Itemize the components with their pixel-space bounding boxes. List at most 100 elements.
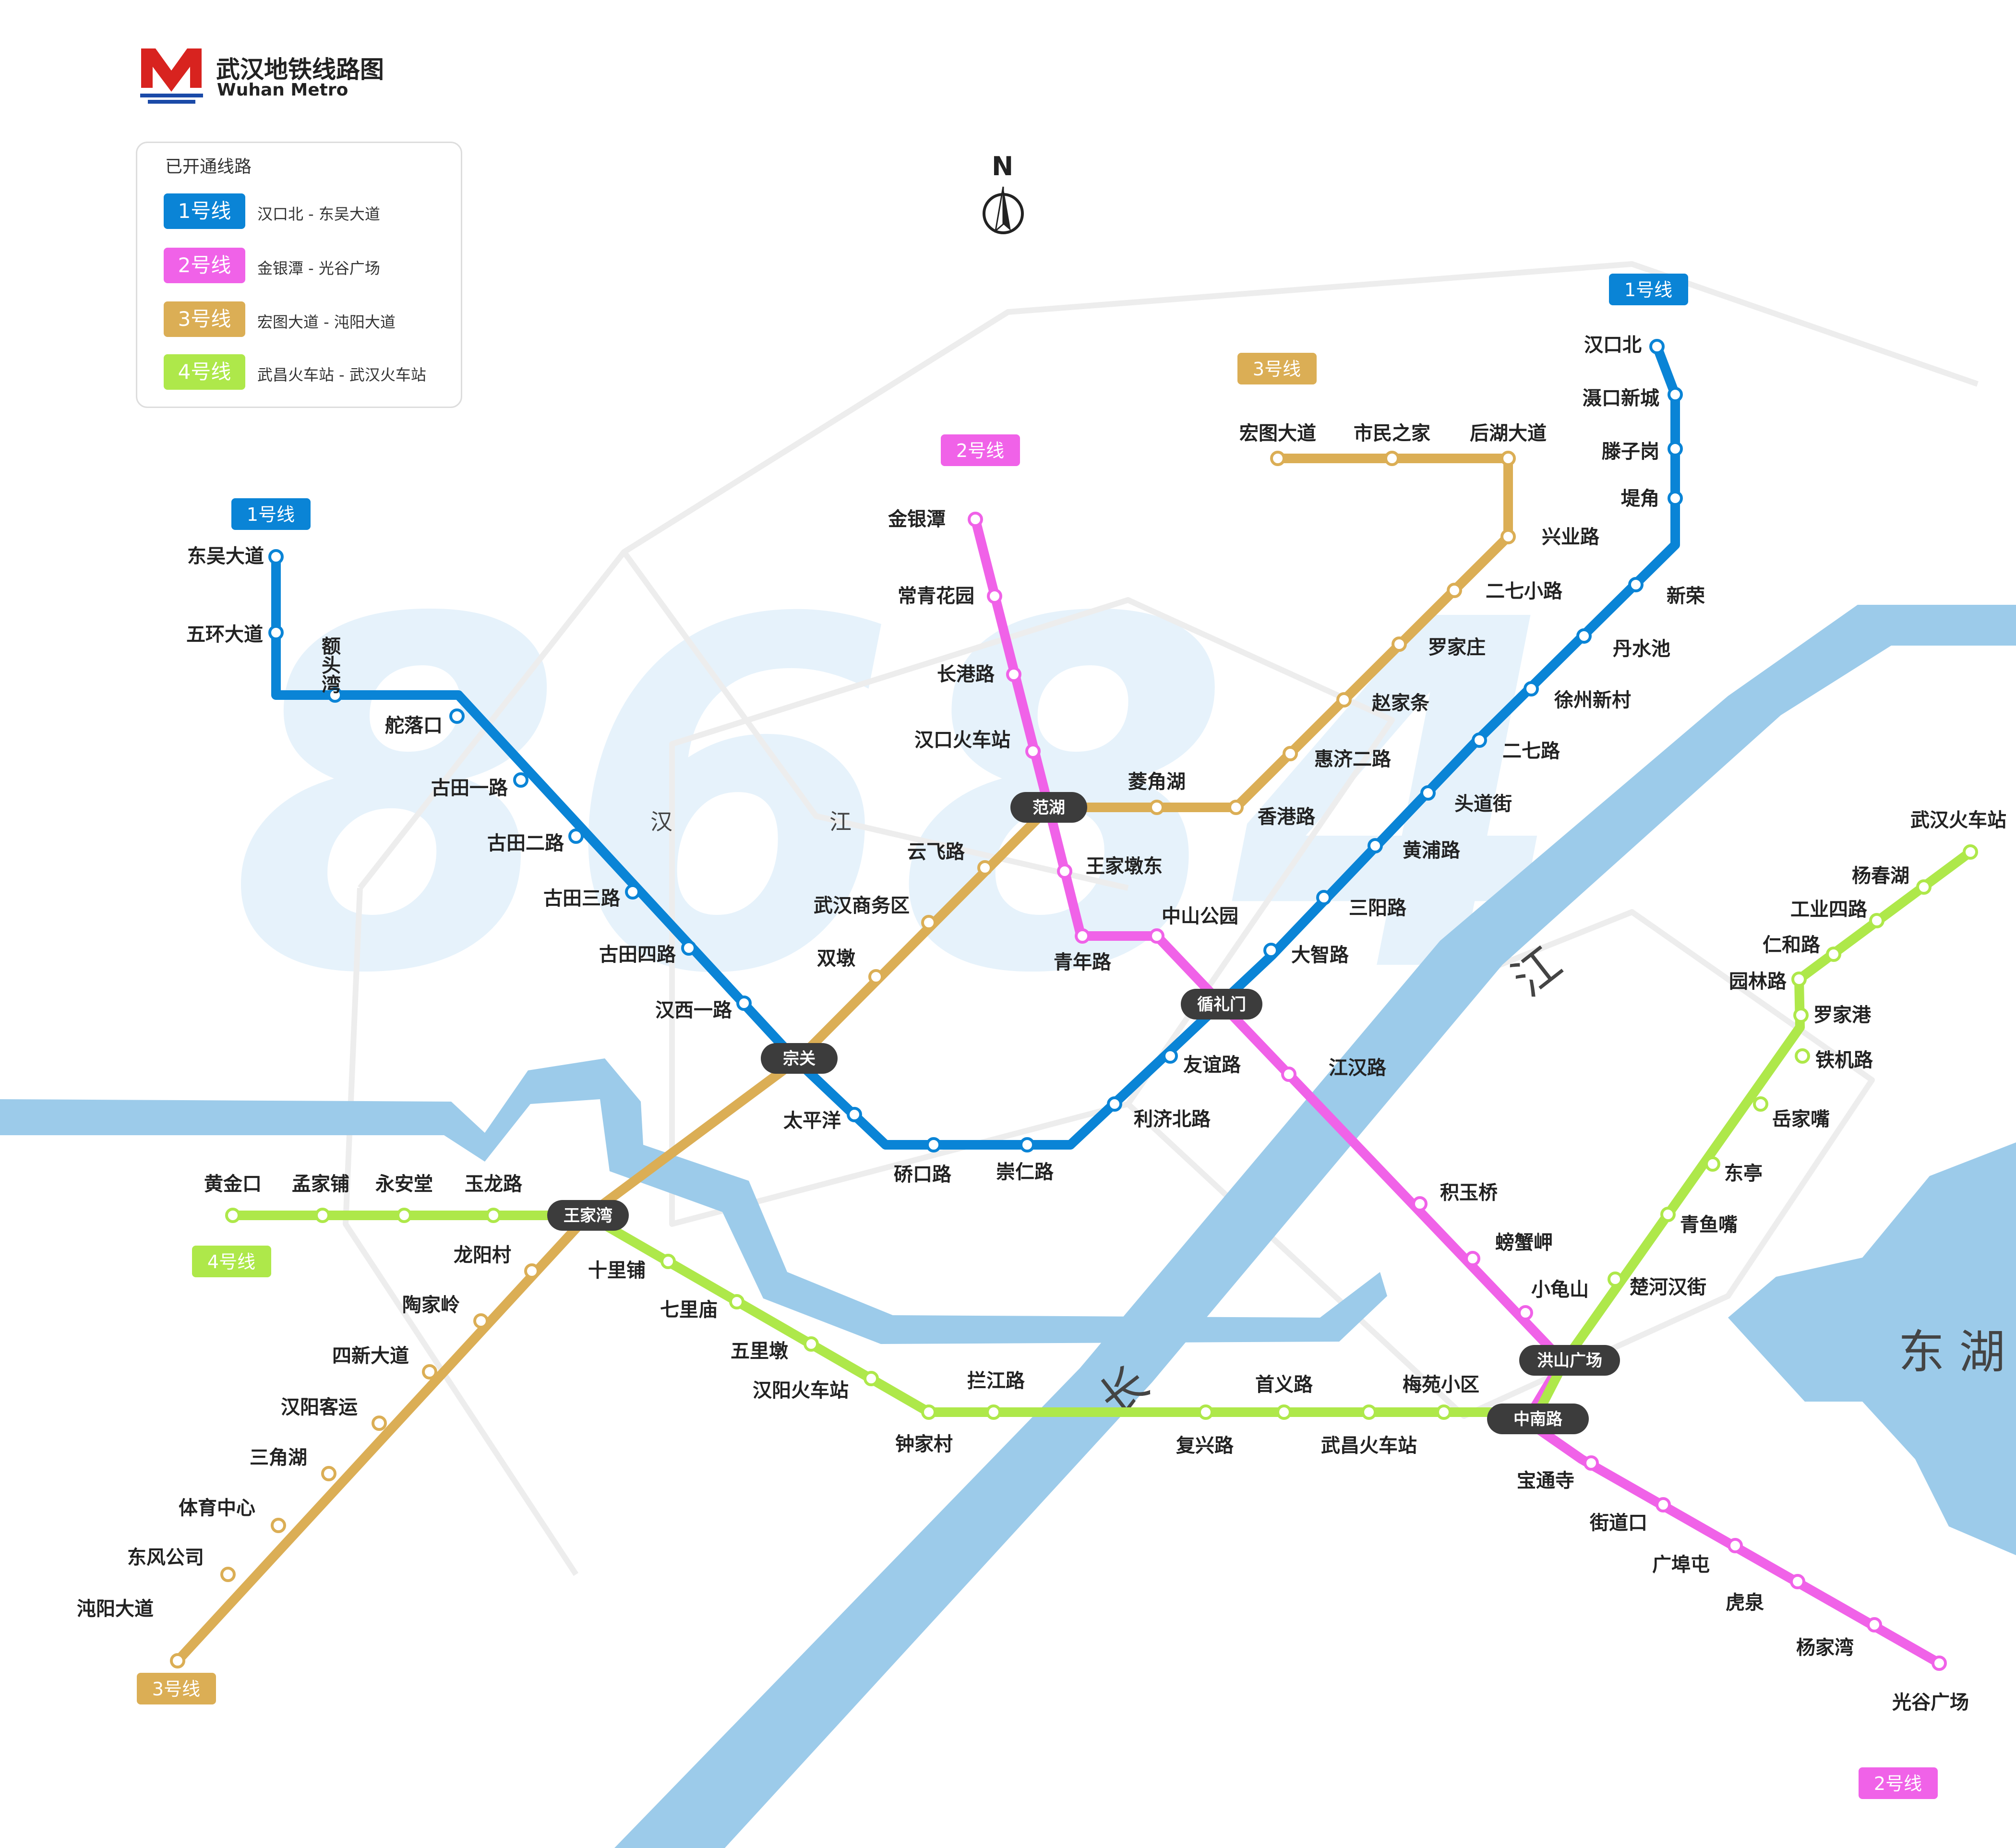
station-dot[interactable] xyxy=(921,915,936,930)
station-dot[interactable] xyxy=(1270,451,1285,466)
station-dot[interactable] xyxy=(1149,800,1164,815)
station-dot[interactable] xyxy=(1795,1048,1810,1064)
station-dot[interactable] xyxy=(1668,387,1683,402)
station-dot[interactable] xyxy=(1793,1008,1809,1023)
station-dot[interactable] xyxy=(1656,1497,1671,1512)
station-dot[interactable] xyxy=(315,1208,330,1223)
station-dot[interactable] xyxy=(220,1567,236,1582)
station-dot[interactable] xyxy=(1316,890,1332,905)
station-dot[interactable] xyxy=(1361,1404,1377,1420)
station-dot[interactable] xyxy=(1753,1096,1768,1112)
station-dot[interactable] xyxy=(1963,844,1978,860)
station-dot[interactable] xyxy=(1107,1096,1122,1112)
transfer-fanhu[interactable]: 范湖 xyxy=(1010,792,1087,823)
station-dot[interactable] xyxy=(1705,1156,1720,1172)
legend-item-line-4[interactable]: 4号线 武昌火车站 - 武汉火车站 xyxy=(164,354,452,390)
station-dot[interactable] xyxy=(1384,451,1400,466)
station-dot[interactable] xyxy=(1472,732,1487,748)
station-dot[interactable] xyxy=(1869,913,1884,928)
station-dot[interactable] xyxy=(524,1263,540,1279)
legend-item-line-3[interactable]: 3号线 宏图大道 - 沌阳大道 xyxy=(164,301,452,337)
station-dot[interactable] xyxy=(396,1208,412,1223)
station-dot[interactable] xyxy=(1668,441,1683,456)
station-dot[interactable] xyxy=(804,1336,819,1352)
station-dot[interactable] xyxy=(987,588,1002,604)
station-dot[interactable] xyxy=(1020,1137,1035,1152)
station-dot[interactable] xyxy=(1791,972,1807,987)
station-dot[interactable] xyxy=(1576,628,1592,644)
station-dot[interactable] xyxy=(660,1254,676,1269)
station-dot[interactable] xyxy=(486,1208,501,1223)
legend-item-line-2[interactable]: 2号线 金银潭 - 光谷广场 xyxy=(164,248,452,283)
station-dot[interactable] xyxy=(321,1466,336,1481)
station-dot[interactable] xyxy=(736,996,752,1011)
station-dot[interactable] xyxy=(729,1294,744,1309)
station-dot[interactable] xyxy=(1608,1272,1623,1287)
transfer-zhongnan[interactable]: 中南路 xyxy=(1487,1404,1589,1434)
station-dot[interactable] xyxy=(170,1653,185,1668)
station-dot[interactable] xyxy=(1420,785,1436,801)
station-dot[interactable] xyxy=(1436,1404,1452,1420)
station-dot[interactable] xyxy=(1412,1196,1428,1212)
station-dot[interactable] xyxy=(1465,1251,1480,1266)
station-dot[interactable] xyxy=(473,1313,489,1329)
station-dot[interactable] xyxy=(625,884,640,900)
transfer-xunlimen[interactable]: 循礼门 xyxy=(1181,989,1262,1020)
station-dot[interactable] xyxy=(1283,746,1298,761)
station-dot[interactable] xyxy=(1198,1404,1213,1420)
station-dot[interactable] xyxy=(1276,1404,1292,1420)
station-dot[interactable] xyxy=(449,708,465,724)
line-3-stations xyxy=(170,451,1516,1668)
station-dot[interactable] xyxy=(1649,339,1665,354)
station-dot[interactable] xyxy=(268,625,284,640)
legend-item-line-1[interactable]: 1号线 汉口北 - 东吴大道 xyxy=(164,193,452,229)
station-dot[interactable] xyxy=(986,1404,1001,1420)
station-dot[interactable] xyxy=(1867,1617,1882,1632)
station-dot[interactable] xyxy=(1628,577,1644,592)
station-dot[interactable] xyxy=(1336,692,1352,708)
station-dot[interactable] xyxy=(1518,1305,1533,1320)
station-dot[interactable] xyxy=(977,860,993,876)
transfer-zongguan[interactable]: 宗关 xyxy=(761,1043,838,1074)
station-dot[interactable] xyxy=(1025,744,1041,759)
station-dot[interactable] xyxy=(864,1371,879,1386)
station-dot[interactable] xyxy=(1447,583,1462,598)
station-dot[interactable] xyxy=(1728,1538,1743,1553)
station-dot[interactable] xyxy=(1668,491,1683,506)
station-dot[interactable] xyxy=(372,1416,387,1431)
station-dot[interactable] xyxy=(568,828,584,844)
station-dot[interactable] xyxy=(422,1364,437,1380)
station-dot[interactable] xyxy=(681,940,696,956)
station-dot[interactable] xyxy=(268,549,284,564)
station-dot[interactable] xyxy=(1149,928,1164,944)
transfer-wangjiawan[interactable]: 王家湾 xyxy=(547,1200,629,1231)
station-dot[interactable] xyxy=(1826,947,1841,962)
station-dot[interactable] xyxy=(847,1107,862,1122)
station-dot[interactable] xyxy=(327,687,343,703)
station-dot[interactable] xyxy=(1368,838,1383,853)
station-dot[interactable] xyxy=(513,772,528,788)
station-dot[interactable] xyxy=(271,1518,286,1533)
station-dot[interactable] xyxy=(1392,636,1407,652)
station-dot[interactable] xyxy=(921,1404,936,1420)
station-dot[interactable] xyxy=(1916,879,1932,895)
station-dot[interactable] xyxy=(926,1137,941,1152)
station-dot[interactable] xyxy=(1584,1455,1599,1471)
station-dot[interactable] xyxy=(1075,928,1090,944)
station-dot[interactable] xyxy=(1660,1207,1676,1222)
station-dot[interactable] xyxy=(1057,864,1072,879)
station-dot[interactable] xyxy=(225,1208,240,1223)
station-dot[interactable] xyxy=(1932,1656,1947,1671)
station-dot[interactable] xyxy=(1263,943,1279,958)
station-dot[interactable] xyxy=(1790,1574,1805,1589)
station-dot[interactable] xyxy=(1006,667,1021,682)
station-dot[interactable] xyxy=(868,969,884,984)
transfer-hongshan[interactable]: 洪山广场 xyxy=(1519,1345,1620,1376)
station-dot[interactable] xyxy=(1228,800,1244,815)
station-dot[interactable] xyxy=(1163,1048,1178,1064)
station-dot[interactable] xyxy=(1500,529,1516,544)
station-dot[interactable] xyxy=(1500,451,1516,466)
station-dot[interactable] xyxy=(1524,681,1539,696)
station-dot[interactable] xyxy=(968,512,983,527)
station-dot[interactable] xyxy=(1281,1067,1296,1082)
